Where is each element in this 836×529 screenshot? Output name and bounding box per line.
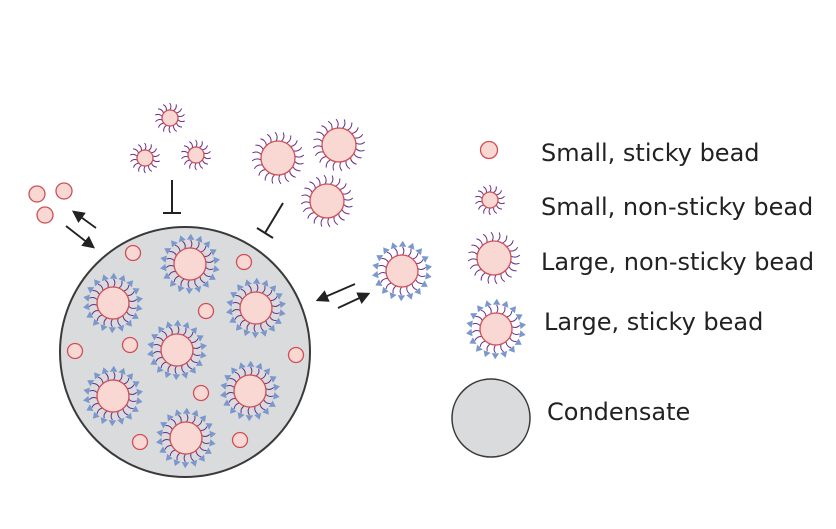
- small-sticky-bead: [55, 182, 73, 200]
- large-non-sticky-bead: [467, 231, 521, 285]
- exchange-arrows-large-sticky: [315, 283, 371, 309]
- large-non-sticky-bead: [251, 131, 305, 185]
- legend-label-small-sticky: Small, sticky bead: [541, 139, 760, 167]
- small-sticky-bead: [479, 140, 499, 160]
- small-non-sticky-bead: [181, 139, 211, 171]
- legend-icons: [451, 140, 531, 458]
- double-arrow-icon: [71, 210, 97, 229]
- small-non-sticky-bead: [130, 142, 160, 174]
- large-non-sticky-bead: [300, 174, 354, 228]
- legend-condensate-swatch: [451, 378, 531, 458]
- large-sticky-bead: [83, 365, 143, 427]
- small-sticky-bead: [121, 336, 139, 354]
- large-sticky-bead: [220, 360, 280, 422]
- small-sticky-bead: [131, 433, 149, 451]
- small-non-sticky-bead: [475, 184, 505, 216]
- small-sticky-bead: [197, 302, 215, 320]
- legend-label-large-nonsticky: Large, non-sticky bead: [541, 248, 814, 276]
- double-arrow-icon: [337, 292, 371, 309]
- large-sticky-bead: [156, 407, 216, 469]
- legend-label-small-nonsticky: Small, non-sticky bead: [541, 193, 813, 221]
- large-sticky-bead: [226, 277, 286, 339]
- large-sticky-bead: [147, 319, 207, 381]
- large-sticky-bead: [160, 233, 220, 295]
- small-sticky-bead: [287, 346, 305, 364]
- small-non-sticky-bead: [155, 102, 185, 134]
- double-arrow-icon: [65, 225, 95, 249]
- droplet-contents: [66, 233, 305, 469]
- small-sticky-bead: [192, 384, 210, 402]
- free-beads: [28, 102, 432, 302]
- large-sticky-bead: [83, 272, 143, 334]
- small-sticky-bead: [235, 253, 253, 271]
- legend: Small, sticky bead Small, non-sticky bea…: [541, 139, 814, 426]
- small-sticky-bead: [28, 185, 46, 203]
- small-sticky-bead: [66, 342, 84, 360]
- large-sticky-bead: [372, 240, 432, 302]
- legend-label-large-sticky: Large, sticky bead: [544, 308, 763, 336]
- double-arrow-icon: [315, 283, 356, 302]
- large-sticky-bead: [466, 298, 526, 360]
- large-non-sticky-bead: [312, 118, 366, 172]
- small-sticky-bead: [124, 244, 142, 262]
- small-sticky-bead: [231, 431, 249, 449]
- legend-label-condensate: Condensate: [547, 398, 690, 426]
- t-bar-icon: [163, 180, 181, 214]
- exchange-arrows-small-sticky: [65, 210, 97, 249]
- t-bar-icon: [256, 202, 284, 239]
- small-sticky-bead: [36, 206, 54, 224]
